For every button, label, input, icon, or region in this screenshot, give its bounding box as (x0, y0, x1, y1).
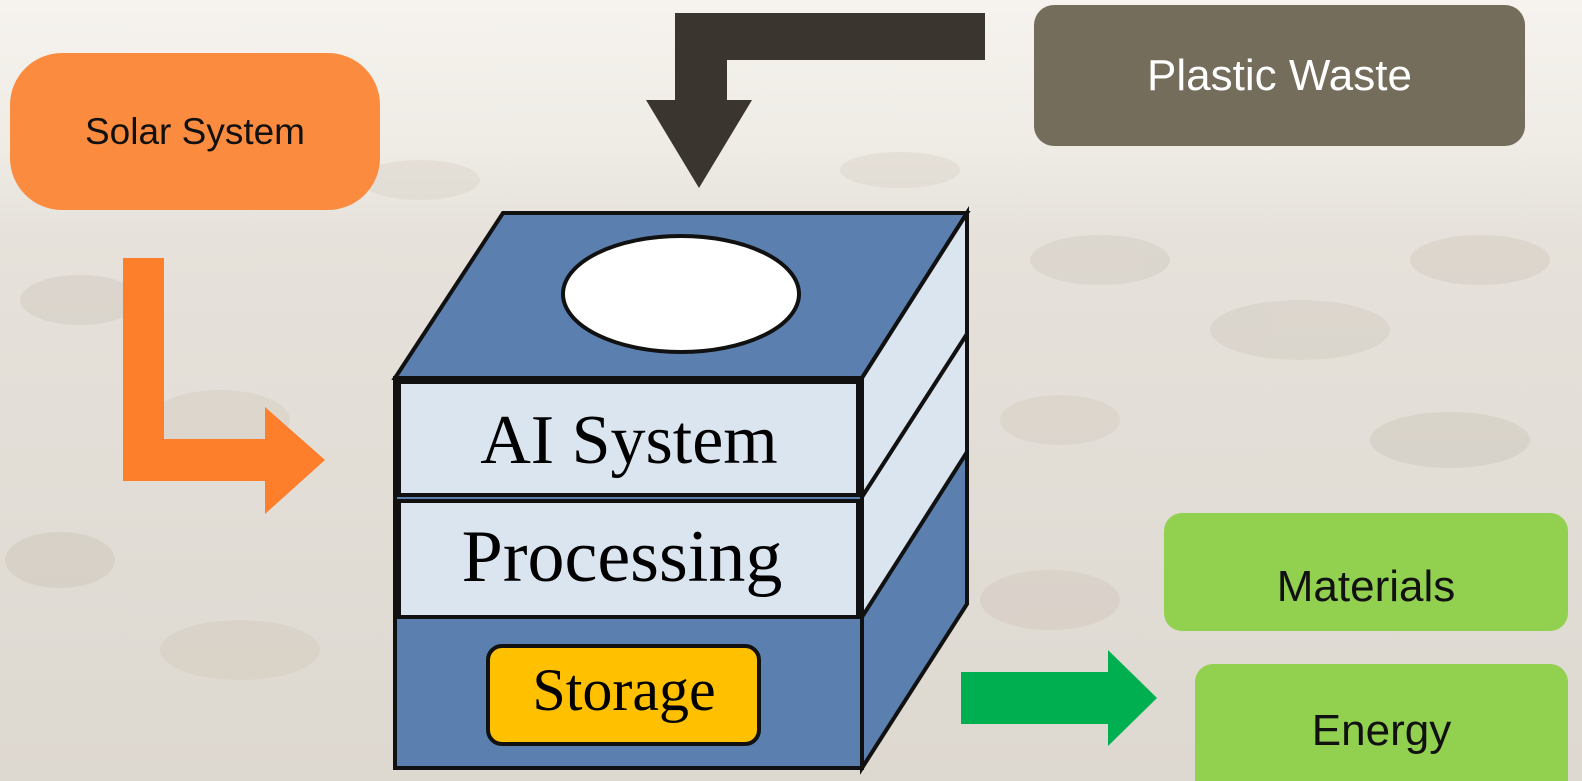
storage-box (486, 644, 761, 746)
energy-label: Energy (1311, 705, 1452, 755)
plastic-input-arrow (646, 13, 985, 188)
storage-label: Storage (532, 657, 715, 723)
processing-cube-icon (391, 206, 971, 775)
layer-processing-label: Processing (462, 516, 783, 598)
energy-box: Energy (1195, 664, 1568, 781)
solar-system-label: Solar System (84, 110, 305, 152)
materials-label: Materials (1276, 562, 1456, 611)
plastic-waste-label: Plastic Waste (1147, 50, 1412, 100)
output-arrow (961, 650, 1157, 746)
waste-intake-opening-icon (561, 234, 801, 354)
layer-ai-label: AI System (480, 402, 778, 479)
solar-input-arrow (123, 258, 325, 514)
plastic-waste-box: Plastic Waste (1034, 5, 1525, 146)
solar-system-box: Solar System (10, 53, 380, 210)
materials-box: Materials (1164, 513, 1568, 631)
layer-processing-box (397, 499, 860, 619)
layer-ai-box (397, 380, 860, 497)
